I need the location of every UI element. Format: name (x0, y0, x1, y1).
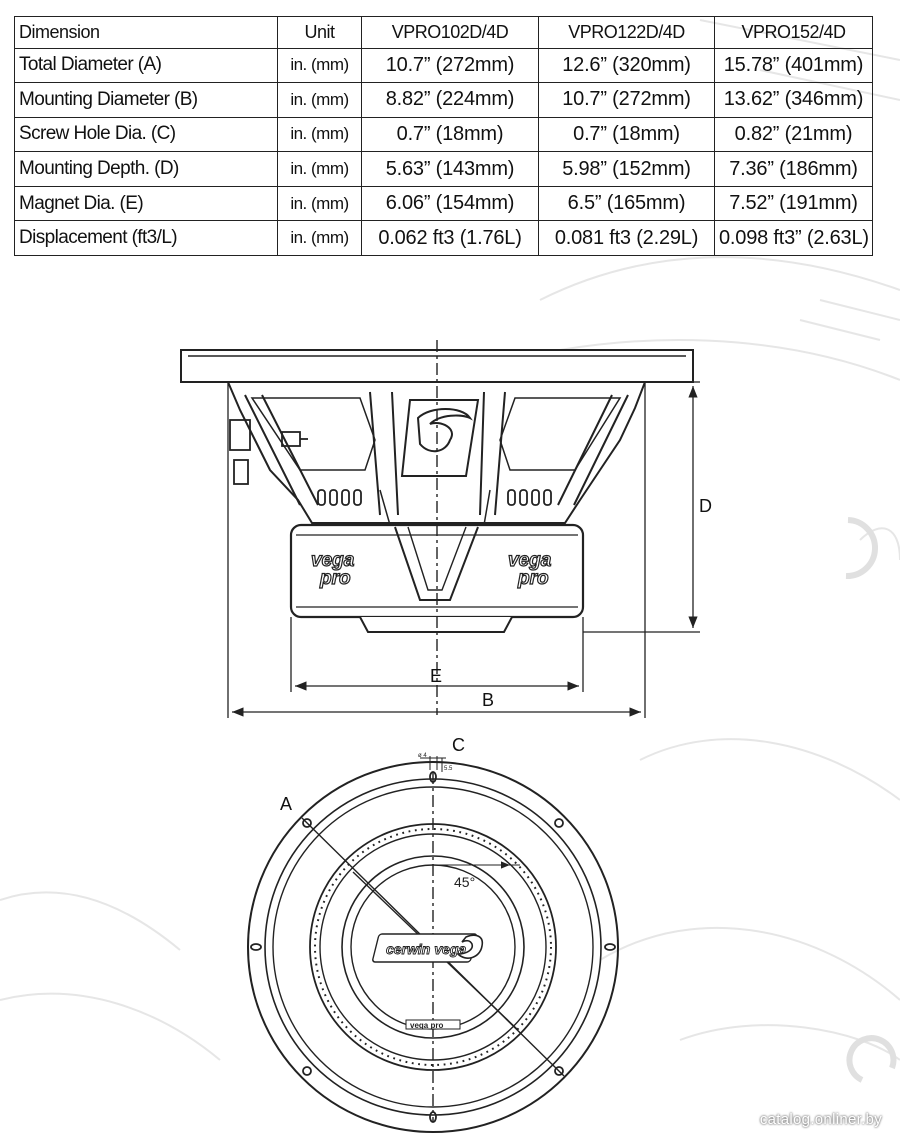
value-cell: 6.06” (154mm) (361, 185, 539, 222)
vent-slots-left (317, 489, 362, 506)
unit-cell: in. (mm) (277, 82, 362, 118)
value-cell: 0.7” (18mm) (538, 116, 715, 153)
dimension-lines (227, 381, 700, 718)
value-cell: 5.63” (143mm) (361, 151, 539, 187)
front-small-logo-text: vega pro (410, 1021, 443, 1030)
value-cell: 6.5” (165mm) (538, 185, 715, 222)
front-brand-mark-icon (456, 934, 484, 959)
dimension-name: Magnet Dia. (E) (14, 185, 278, 222)
outer-flange-ring (247, 761, 619, 1133)
side-logo-left-line2: pro (319, 568, 351, 589)
mounting-label: B (482, 690, 494, 710)
table-row: Magnet Dia. (E) in. (mm) 6.06” (154mm) 6… (14, 185, 873, 222)
value-cell: 0.098 ft3” (2.63L) (714, 220, 873, 256)
total-diameter-label: A (280, 794, 292, 814)
dimension-name: Displacement (ft3/L) (14, 220, 278, 256)
screw-dimension-1: ø 4 (418, 753, 427, 759)
value-cell: 15.78” (401mm) (714, 47, 873, 84)
spec-table: Dimension Unit VPRO102D/4D VPRO122D/4D V… (14, 16, 873, 256)
front-small-logo: vega pro (405, 1019, 461, 1030)
value-cell: 7.52” (191mm) (714, 185, 873, 222)
depth-label: D (699, 496, 712, 516)
side-logo-right-line2: pro (517, 568, 549, 589)
front-brand-logo: cerwin vega (372, 933, 484, 963)
cerwin-vega-logo-icon (416, 408, 473, 453)
unit-cell: in. (mm) (277, 116, 362, 153)
value-cell: 0.062 ft3 (1.76L) (361, 220, 539, 256)
table-row: Displacement (ft3/L) in. (mm) 0.062 ft3 … (14, 220, 873, 256)
cone (341, 855, 525, 1039)
surround-stitching (314, 828, 552, 1066)
header-unit: Unit (277, 16, 362, 49)
screw-label: C (452, 735, 465, 755)
side-logo-right: vega pro (507, 549, 552, 589)
side-logo-right-line1: vega (508, 550, 552, 571)
header-model-2: VPRO122D/4D (538, 16, 715, 49)
side-logo-left: vega pro (310, 549, 355, 589)
magnet-label: E (430, 666, 442, 686)
value-cell: 0.82” (21mm) (714, 116, 873, 153)
front-brand-logo-text: cerwin vega (386, 941, 466, 957)
value-cell: 12.6” (320mm) (538, 47, 715, 84)
basket-logo-plate (400, 399, 480, 477)
value-cell: 13.62” (346mm) (714, 82, 873, 118)
unit-cell: in. (mm) (277, 220, 362, 256)
value-cell: 0.7” (18mm) (361, 116, 539, 153)
value-cell: 10.7” (272mm) (538, 82, 715, 118)
table-row: Screw Hole Dia. (C) in. (mm) 0.7” (18mm)… (14, 116, 873, 153)
watermark: catalog.onliner.by (759, 1111, 882, 1128)
terminal-block (229, 419, 308, 485)
side-logo-left-line1: vega (311, 550, 355, 571)
screw-dimension-2: 5.5 (444, 766, 453, 772)
angle-label: 45° (454, 874, 475, 890)
value-cell: 8.82” (224mm) (361, 82, 539, 118)
value-cell: 7.36” (186mm) (714, 151, 873, 187)
bottom-plate (359, 616, 513, 633)
value-cell: 10.7” (272mm) (361, 47, 539, 84)
side-view (180, 349, 694, 633)
dimension-name: Screw Hole Dia. (C) (14, 116, 278, 153)
value-cell: 0.081 ft3 (2.29L) (538, 220, 715, 256)
header-model-1: VPRO102D/4D (361, 16, 539, 49)
vent-slots-right (507, 489, 552, 506)
table-row: Mounting Diameter (B) in. (mm) 8.82” (22… (14, 82, 873, 118)
